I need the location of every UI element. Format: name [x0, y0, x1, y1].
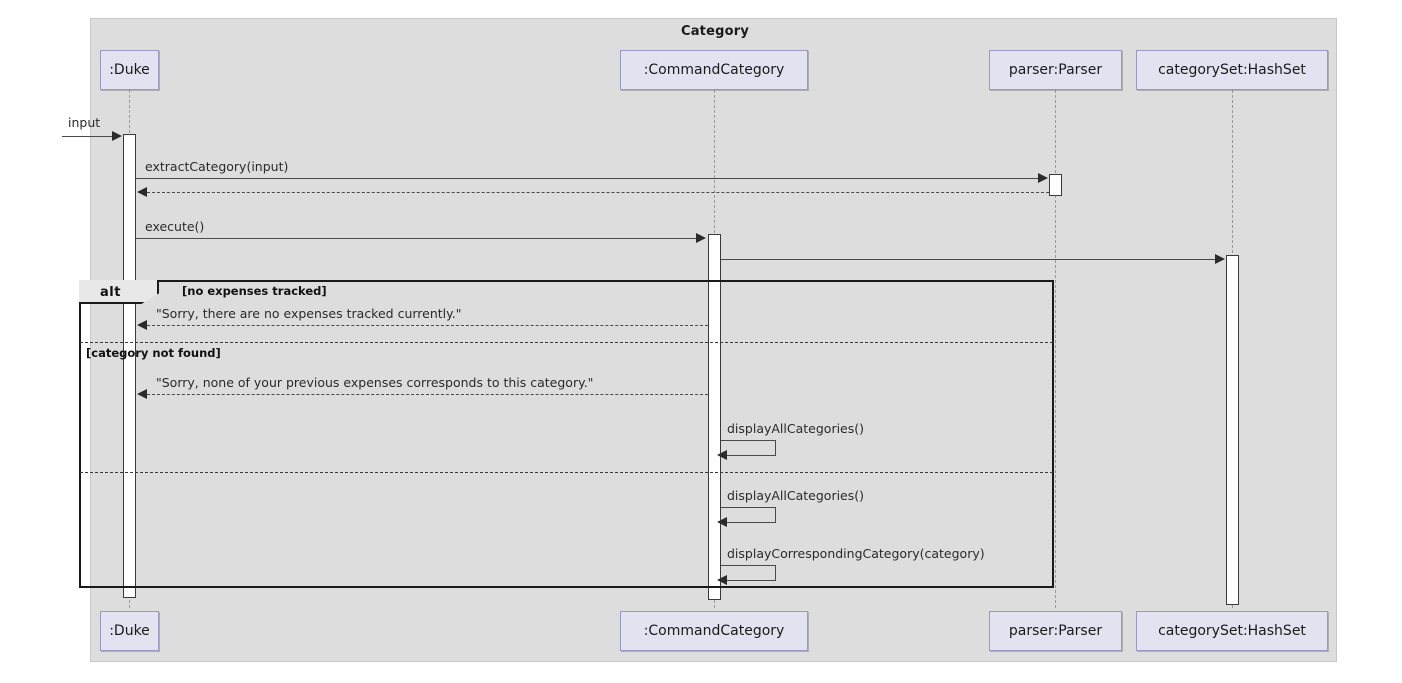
message-execute-line — [136, 238, 697, 239]
message-no-expenses-arrowhead — [137, 320, 147, 330]
message-execute-label: execute() — [145, 219, 205, 234]
participant-duke-top-label: :Duke — [109, 62, 150, 78]
lifeline-parser — [1055, 90, 1056, 608]
message-no-expenses-label: "Sorry, there are no expenses tracked cu… — [156, 306, 462, 321]
participant-command-category-top-label: :CommandCategory — [643, 62, 785, 78]
participant-command-category-bottom[interactable]: :CommandCategory — [620, 611, 808, 651]
message-extract-category-label: extractCategory(input) — [145, 159, 289, 174]
activation-command-category — [708, 234, 721, 600]
message-display-all-categories-1-label: displayAllCategories() — [727, 421, 865, 436]
message-display-corresponding-category-arrowhead — [717, 575, 727, 585]
message-display-all-categories-2-box — [721, 507, 776, 523]
participant-parser-bottom-label: parser:Parser — [1008, 623, 1103, 639]
participant-duke-bottom[interactable]: :Duke — [100, 611, 159, 651]
alt-guard-1: [no expenses tracked] — [182, 284, 327, 298]
alt-separator-1 — [80, 342, 1053, 343]
participant-duke-bottom-label: :Duke — [109, 623, 150, 639]
participant-parser-bottom[interactable]: parser:Parser — [989, 611, 1122, 651]
frame-title: Category — [680, 24, 750, 39]
message-extract-category-line — [136, 178, 1039, 179]
participant-category-set-bottom[interactable]: categorySet:HashSet — [1136, 611, 1328, 651]
participant-category-set-bottom-label: categorySet:HashSet — [1158, 623, 1306, 639]
activation-category-set — [1226, 255, 1239, 605]
message-display-corresponding-category-label: displayCorrespondingCategory(category) — [727, 546, 985, 561]
message-category-not-found-line — [147, 394, 708, 395]
message-display-all-categories-2-label: displayAllCategories() — [727, 488, 865, 503]
participant-parser-top[interactable]: parser:Parser — [989, 50, 1122, 90]
participant-command-category-top[interactable]: :CommandCategory — [620, 50, 808, 90]
alt-fragment-operator-label: alt — [100, 285, 121, 300]
activation-duke — [123, 134, 136, 598]
message-category-not-found-label: "Sorry, none of your previous expenses c… — [156, 375, 594, 390]
participant-category-set-top[interactable]: categorySet:HashSet — [1136, 50, 1328, 90]
message-execute-arrowhead — [696, 233, 706, 243]
participant-duke-top[interactable]: :Duke — [100, 50, 159, 90]
message-category-set-arrowhead — [1215, 254, 1225, 264]
message-display-corresponding-category-box — [721, 565, 776, 581]
message-input-arrowhead — [112, 131, 122, 141]
activation-parser — [1049, 174, 1062, 196]
alt-guard-2: [category not found] — [86, 346, 221, 360]
participant-parser-top-label: parser:Parser — [1008, 62, 1103, 78]
message-extract-category-return-arrowhead — [137, 187, 147, 197]
message-category-not-found-arrowhead — [137, 389, 147, 399]
participant-category-set-top-label: categorySet:HashSet — [1158, 62, 1306, 78]
message-category-set-line — [721, 259, 1215, 260]
alt-separator-2 — [80, 472, 1053, 473]
alt-fragment-tab — [79, 280, 159, 304]
participant-command-category-bottom-label: :CommandCategory — [643, 623, 785, 639]
message-extract-category-arrowhead — [1038, 173, 1048, 183]
message-input-line — [62, 136, 113, 137]
alt-fragment-box — [79, 280, 1054, 588]
message-extract-category-return-line — [147, 192, 1049, 193]
message-display-all-categories-2-arrowhead — [717, 517, 727, 527]
message-no-expenses-line — [147, 325, 708, 326]
message-display-all-categories-1-box — [721, 440, 776, 456]
message-input-label: input — [68, 115, 101, 130]
message-display-all-categories-1-arrowhead — [717, 450, 727, 460]
